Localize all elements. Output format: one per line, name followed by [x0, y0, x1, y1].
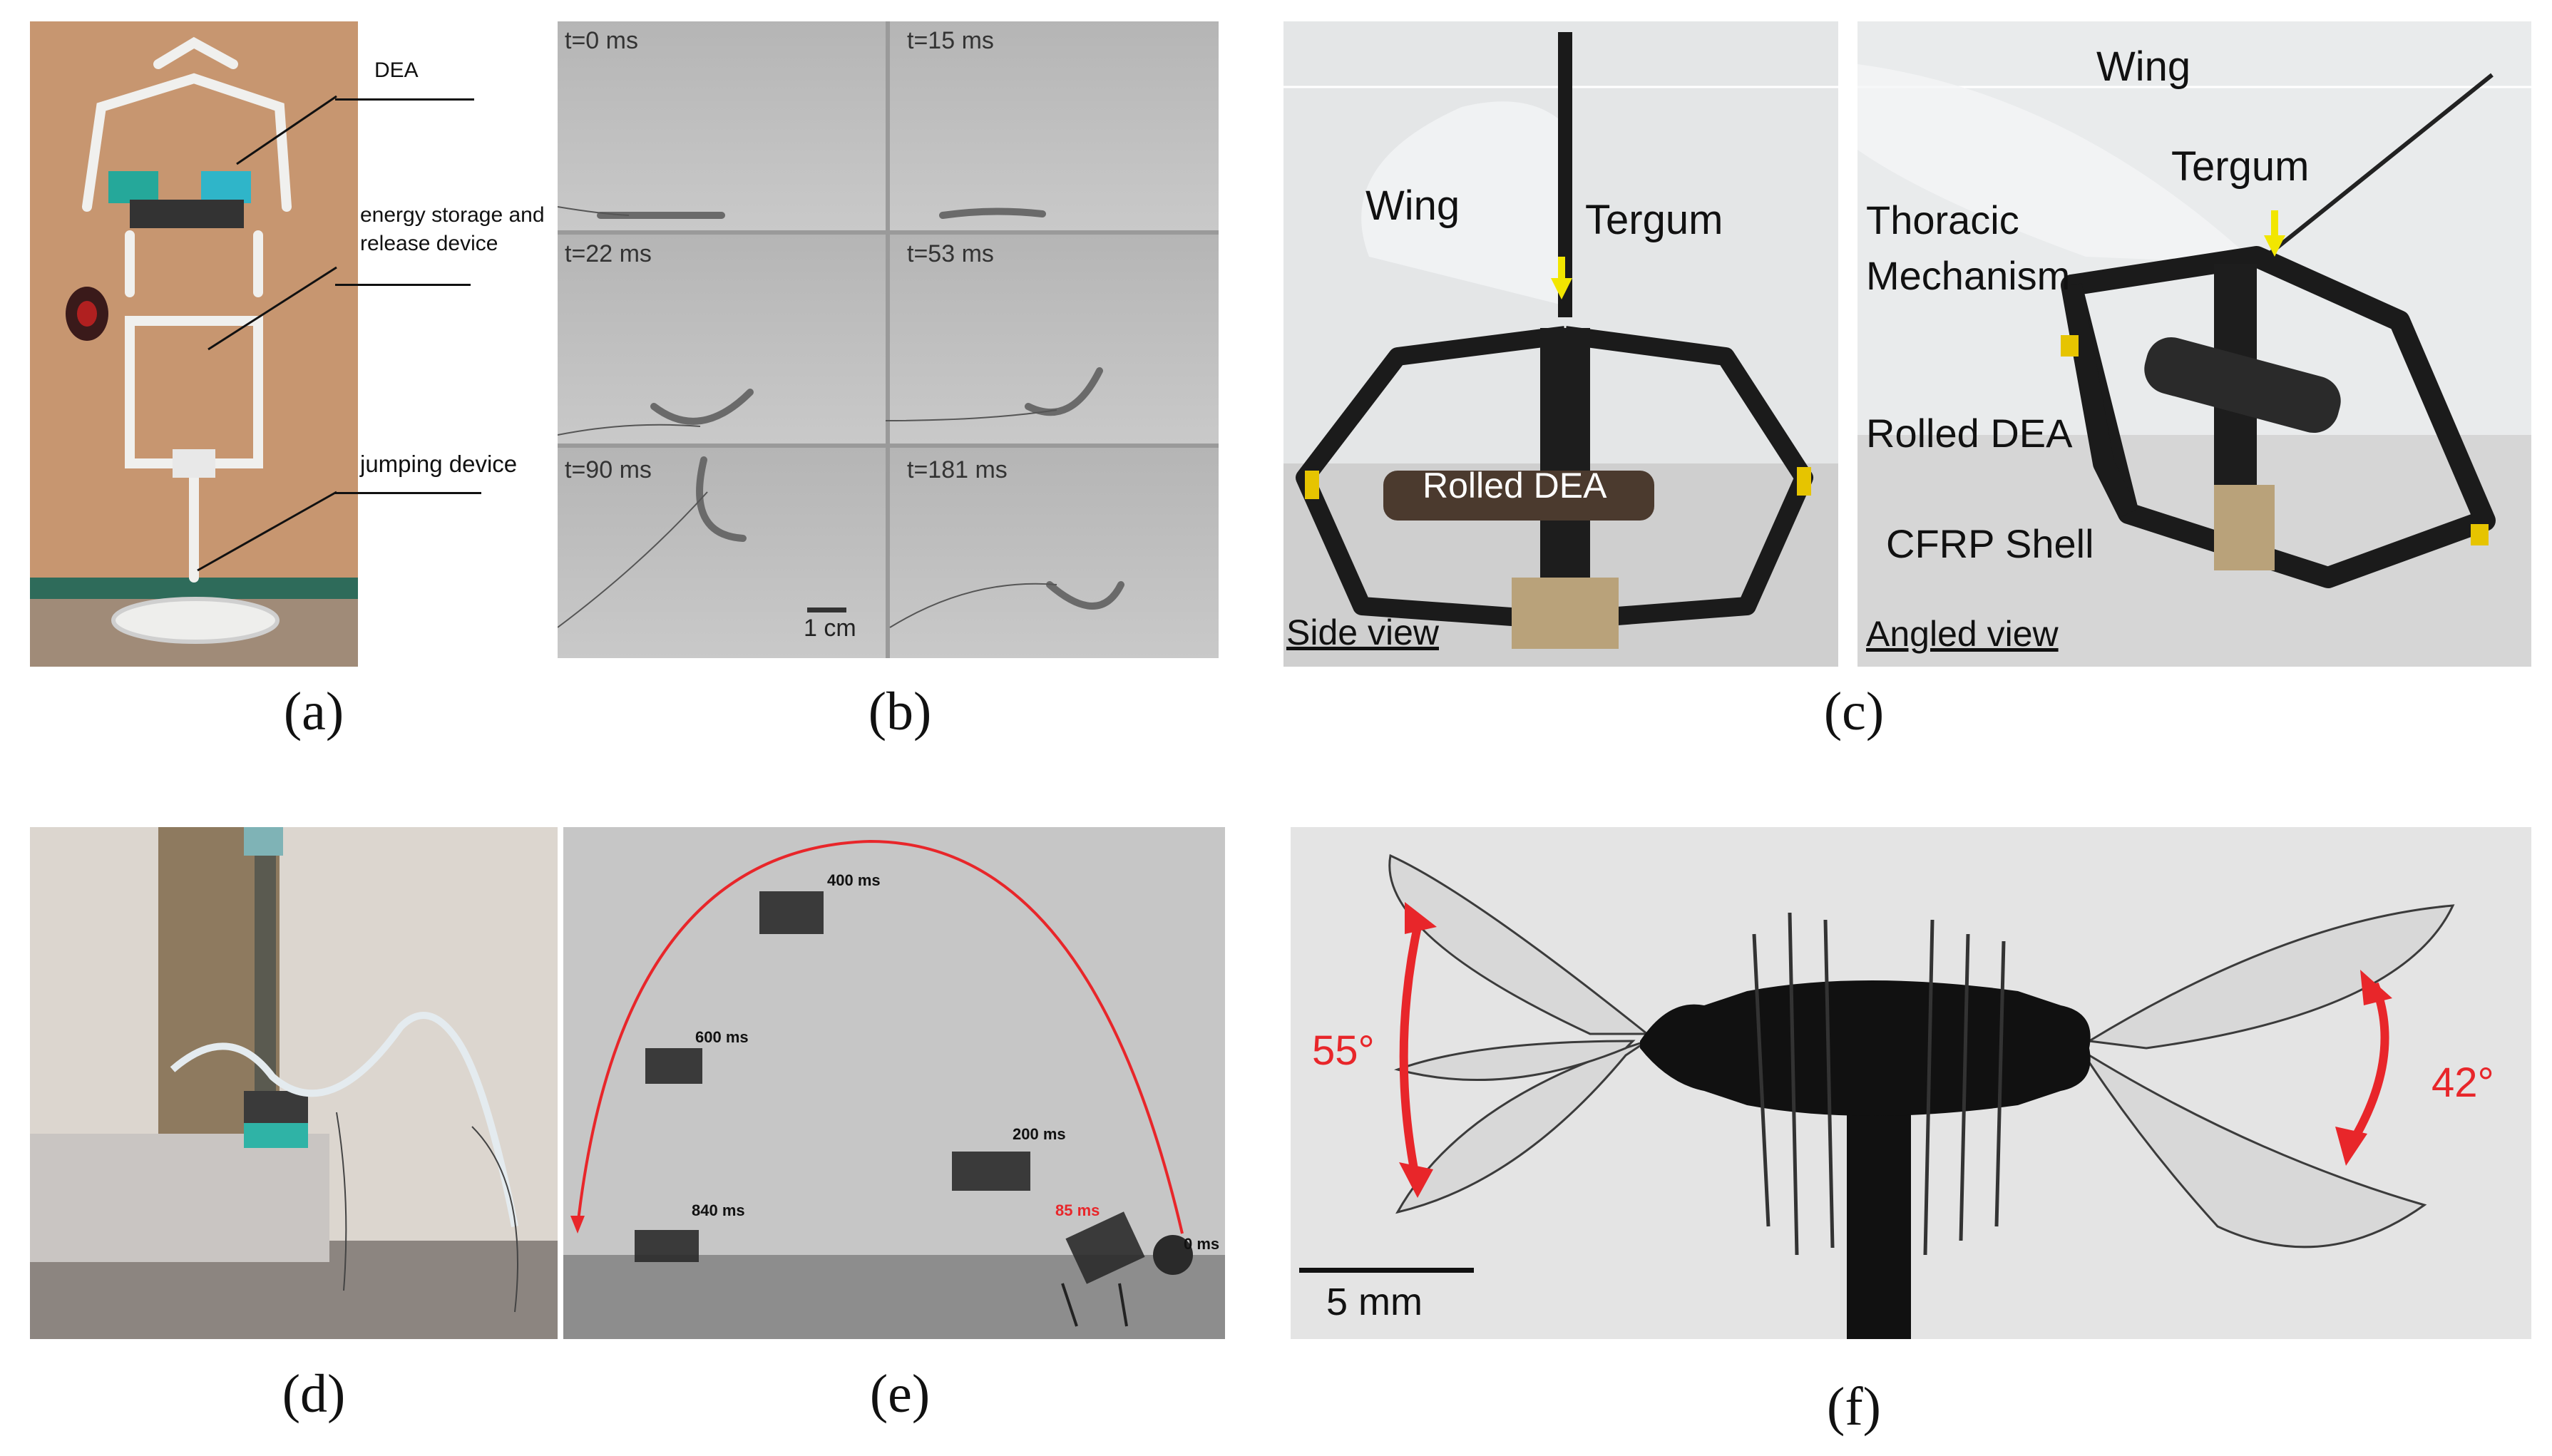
- label-energy-line-1: energy storage and: [360, 203, 545, 227]
- panel-c-side-illustration: [1283, 21, 1838, 667]
- panel-e-illustration: [563, 827, 1225, 1339]
- label-rolled-dea-side: Rolled DEA: [1423, 466, 1607, 506]
- frame-time-22: t=22 ms: [565, 240, 652, 267]
- time-label-200: 200 ms: [1013, 1125, 1066, 1143]
- label-dea: DEA: [374, 58, 419, 82]
- scale-bar-label-1cm: 1 cm: [804, 615, 856, 642]
- caption-c: (c): [1823, 682, 1885, 742]
- panel-a-label-lines: [335, 78, 474, 101]
- panel-d-photo: [30, 827, 558, 1339]
- label-tergum-angled: Tergum: [2171, 143, 2310, 190]
- label-underline-energy: [335, 284, 471, 286]
- panel-e-trajectory: 400 ms 600 ms 200 ms 840 ms 85 ms 0 ms: [563, 827, 1225, 1339]
- panel-b-frames: t=0 ms t=15 ms t=22 ms t=53 ms t=90 ms t…: [558, 21, 1219, 658]
- caption-b: (b): [868, 682, 932, 742]
- label-cfrp-shell: CFRP Shell: [1886, 521, 2094, 566]
- panel-b-illustration: [558, 21, 1219, 658]
- panel-c-side-view: Wing Tergum Rolled DEA Side view: [1283, 21, 1838, 667]
- label-thoracic-line-1: Thoracic: [1866, 198, 2019, 242]
- label-thoracic-mechanism: Thoracic Mechanism: [1866, 193, 2070, 304]
- panel-c-angled-view: Wing Tergum Thoracic Mechanism Rolled DE…: [1857, 21, 2531, 667]
- panel-a-illustration: [30, 21, 358, 667]
- label-wing-side: Wing: [1365, 183, 1460, 229]
- frame-time-90: t=90 ms: [565, 456, 652, 483]
- panel-f-illustration: [1291, 827, 2531, 1339]
- angle-label-42: 42°: [2431, 1060, 2494, 1106]
- caption-e: (e): [869, 1364, 931, 1424]
- panel-d-illustration: [30, 827, 558, 1339]
- label-underline-dea: [335, 78, 474, 101]
- label-wing-angled: Wing: [2096, 43, 2191, 90]
- panel-f-wing-stroke: 55° 42° 5 mm: [1291, 827, 2531, 1339]
- time-label-400: 400 ms: [827, 871, 881, 889]
- label-jumping-device: jumping device: [360, 451, 518, 477]
- frame-time-0: t=0 ms: [565, 27, 638, 54]
- label-underline-jumping: [335, 492, 481, 494]
- angle-label-55: 55°: [1312, 1027, 1375, 1074]
- caption-a: (a): [283, 682, 344, 742]
- label-tergum-side: Tergum: [1585, 197, 1723, 243]
- label-side-view: Side view: [1286, 612, 1439, 652]
- label-energy-storage: energy storage and release device: [360, 201, 545, 258]
- time-label-85: 85 ms: [1055, 1201, 1100, 1219]
- label-energy-line-2: release device: [360, 232, 498, 255]
- label-thoracic-line-2: Mechanism: [1866, 253, 2071, 298]
- time-label-600: 600 ms: [695, 1028, 749, 1046]
- time-label-0: 0 ms: [1184, 1235, 1220, 1253]
- scale-bar-label-5mm: 5 mm: [1326, 1281, 1423, 1323]
- label-rolled-dea-angled: Rolled DEA: [1866, 411, 2073, 456]
- frame-time-53: t=53 ms: [907, 240, 994, 267]
- caption-f: (f): [1827, 1377, 1881, 1437]
- panel-c-angled-illustration: [1857, 21, 2531, 667]
- caption-d: (d): [282, 1364, 346, 1424]
- frame-time-15: t=15 ms: [907, 27, 994, 54]
- time-label-840: 840 ms: [692, 1201, 745, 1219]
- frame-time-181: t=181 ms: [907, 456, 1008, 483]
- label-angled-view: Angled view: [1866, 614, 2059, 654]
- panel-a-photo: [30, 21, 358, 667]
